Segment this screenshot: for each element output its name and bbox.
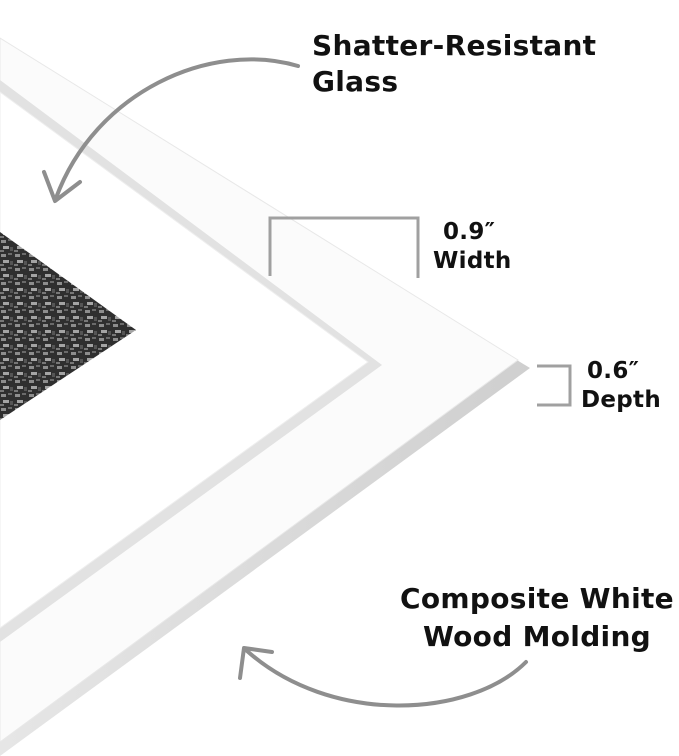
glass-label-line2: Glass xyxy=(312,65,399,98)
depth-value: 0.6″ xyxy=(587,358,640,384)
width-label: 0.9″ Width xyxy=(433,218,512,276)
molding-label-line2: Wood Molding xyxy=(422,620,652,653)
depth-bracket-icon xyxy=(537,364,572,407)
molding-pointer-arrow-icon xyxy=(238,646,528,708)
photo-corner xyxy=(0,232,136,420)
width-value: 0.9″ xyxy=(443,219,496,245)
molding-label-line1: Composite White xyxy=(400,582,674,615)
width-bracket-icon xyxy=(268,216,420,278)
molding-label: Composite White Wood Molding xyxy=(396,580,678,656)
glass-pointer-arrow-icon xyxy=(42,57,300,203)
width-name: Width xyxy=(433,248,512,274)
glass-label-line1: Shatter-Resistant xyxy=(312,29,597,62)
depth-name: Depth xyxy=(581,387,662,413)
depth-label: 0.6″ Depth xyxy=(581,357,661,415)
mat-board xyxy=(0,91,369,629)
glass-label: Shatter-Resistant Glass xyxy=(312,28,596,100)
